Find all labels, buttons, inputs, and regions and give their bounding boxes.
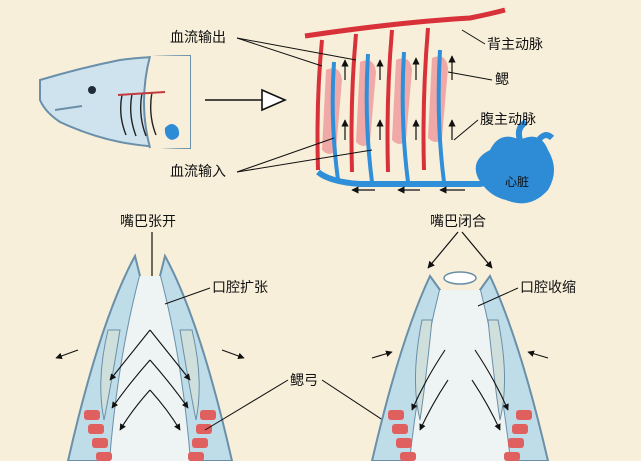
top-annotations: 血流输出 背主动脉 鳃 腹主动脉 血流输入 <box>170 29 543 180</box>
gill-arch-label: 鳃弓 <box>290 373 318 389</box>
fish-eye-icon <box>88 86 96 94</box>
gill-arches-open <box>84 410 216 461</box>
afferent-vessels <box>330 49 446 183</box>
mouth-open-label: 嘴巴张开 <box>120 214 176 230</box>
mouth-closed-diagram: 嘴巴闭合 口腔收缩 <box>370 214 576 461</box>
ventral-aorta-label: 腹主动脉 <box>480 111 536 128</box>
water-flow-arrows-open <box>109 329 191 431</box>
fish-gill-mini <box>117 91 166 137</box>
gill-lamellae <box>322 56 448 154</box>
buccal-expand-label: 口腔扩张 <box>212 280 268 296</box>
blood-outflow-label: 血流输出 <box>170 30 226 46</box>
dorsal-aorta-vessel <box>304 7 506 39</box>
fish-heart-mini <box>164 124 180 140</box>
water-flow-arrows-closed <box>411 349 509 431</box>
flow-arrows <box>341 55 465 194</box>
heart-label: 心脏 <box>505 174 529 189</box>
buccal-contract-label: 口腔收缩 <box>520 280 576 296</box>
dorsal-aorta-label: 背主动脉 <box>487 37 543 53</box>
mouth-open-diagram: 嘴巴张开 口腔扩张 <box>55 214 268 461</box>
blood-inflow-label: 血流输入 <box>170 164 226 180</box>
gill-circulation-detail: 心脏 <box>304 7 555 204</box>
mouth-closed-label: 嘴巴闭合 <box>430 214 486 230</box>
zoom-arrow <box>205 88 288 112</box>
gill-arches-closed <box>388 410 532 461</box>
gill-arch-annotation: 鳃弓 <box>204 373 399 431</box>
heart-shape <box>475 136 554 204</box>
fish-head-illustration <box>39 54 191 150</box>
gill-label: 鳃 <box>495 72 509 88</box>
closed-mouth-opening <box>443 271 477 285</box>
